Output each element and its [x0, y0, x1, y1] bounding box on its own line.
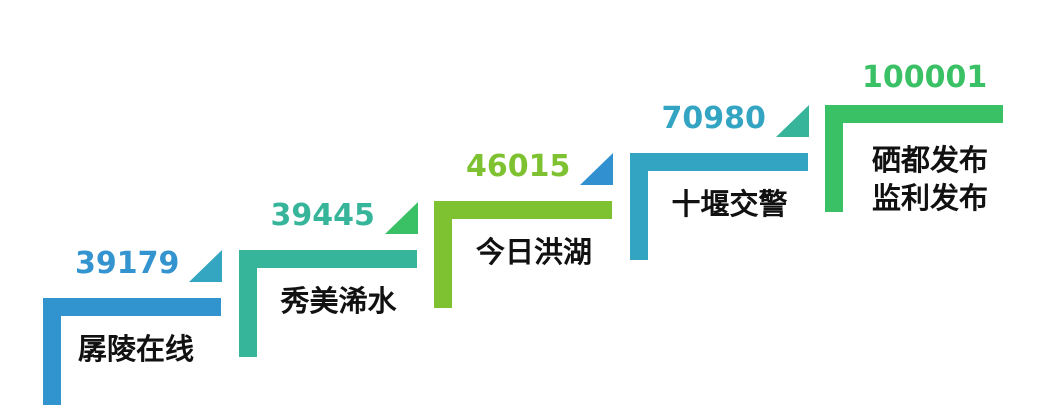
step-bar-vertical [43, 298, 61, 405]
step-label-line: 秀美浠水 [280, 283, 397, 318]
step-triangle-icon [189, 250, 222, 282]
step-bar-vertical [434, 201, 452, 309]
step-bar-horizontal [629, 153, 808, 172]
step-label: 今日洪湖 [476, 233, 592, 271]
step-triangle-icon [384, 201, 418, 234]
step-label: 孱陵在线 [78, 330, 194, 368]
step-bar-vertical [238, 249, 257, 357]
step-label-line: 孱陵在线 [78, 332, 195, 366]
step-3 [434, 201, 614, 311]
step-label-line: 十堰交警 [671, 187, 788, 222]
step-label: 秀美浠水 [281, 282, 397, 320]
step-triangle-icon [580, 153, 613, 186]
step-value: 46015 [466, 149, 571, 185]
step-5 [825, 104, 1005, 215]
step-2 [238, 249, 419, 360]
step-bar-horizontal [825, 104, 1003, 123]
step-4 [629, 153, 810, 263]
step-bar-horizontal [238, 249, 417, 268]
step-value: 100001 [862, 59, 988, 95]
step-label-line: 监利发布 [872, 180, 989, 215]
step-label-line: 今日洪湖 [476, 235, 593, 270]
step-value: 39179 [75, 246, 180, 281]
step-bar-horizontal [434, 201, 612, 220]
step-label: 十堰交警 [672, 185, 788, 223]
step-bar-vertical [629, 153, 648, 261]
step-label: 硒都发布监利发布 [872, 141, 988, 217]
step-bar-horizontal [43, 298, 221, 316]
step-value: 70980 [661, 101, 766, 137]
step-value: 39445 [270, 197, 375, 233]
step-bar-vertical [825, 104, 843, 212]
step-1 [43, 298, 223, 408]
step-triangle-icon [775, 105, 809, 138]
step-label-line: 硒都发布 [872, 142, 989, 177]
